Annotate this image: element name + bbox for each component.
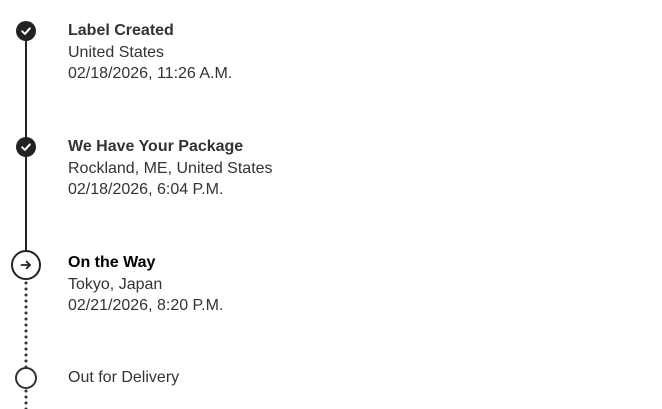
step-title: Out for Delivery [68, 369, 180, 386]
checkmark-icon [16, 137, 36, 157]
timeline-connector-continuation [24, 388, 28, 409]
arrow-right-icon [11, 250, 41, 280]
step-title: We Have Your Package [68, 138, 244, 155]
step-location: Tokyo, Japan [68, 275, 163, 293]
empty-circle-icon [15, 367, 37, 389]
step-datetime: 02/21/2026, 8:20 P.M. [68, 297, 224, 314]
step-title: Label Created [68, 22, 174, 39]
step-datetime: 02/18/2026, 6:04 P.M. [68, 181, 224, 198]
timeline-step: We Have Your Package Rockland, ME, Unite… [68, 136, 273, 201]
step-location: Rockland, ME, United States [68, 159, 273, 177]
step-datetime: 02/18/2026, 11:26 A.M. [68, 65, 233, 82]
step-title: On the Way [68, 254, 156, 271]
timeline-step: Out for Delivery [68, 367, 179, 389]
checkmark-icon [16, 21, 36, 41]
timeline-connector-pending [24, 280, 28, 368]
timeline-step: On the Way Tokyo, Japan 02/21/2026, 8:20… [68, 252, 223, 317]
timeline-step: Label Created United States 02/18/2026, … [68, 20, 232, 85]
step-location: United States [68, 43, 165, 61]
